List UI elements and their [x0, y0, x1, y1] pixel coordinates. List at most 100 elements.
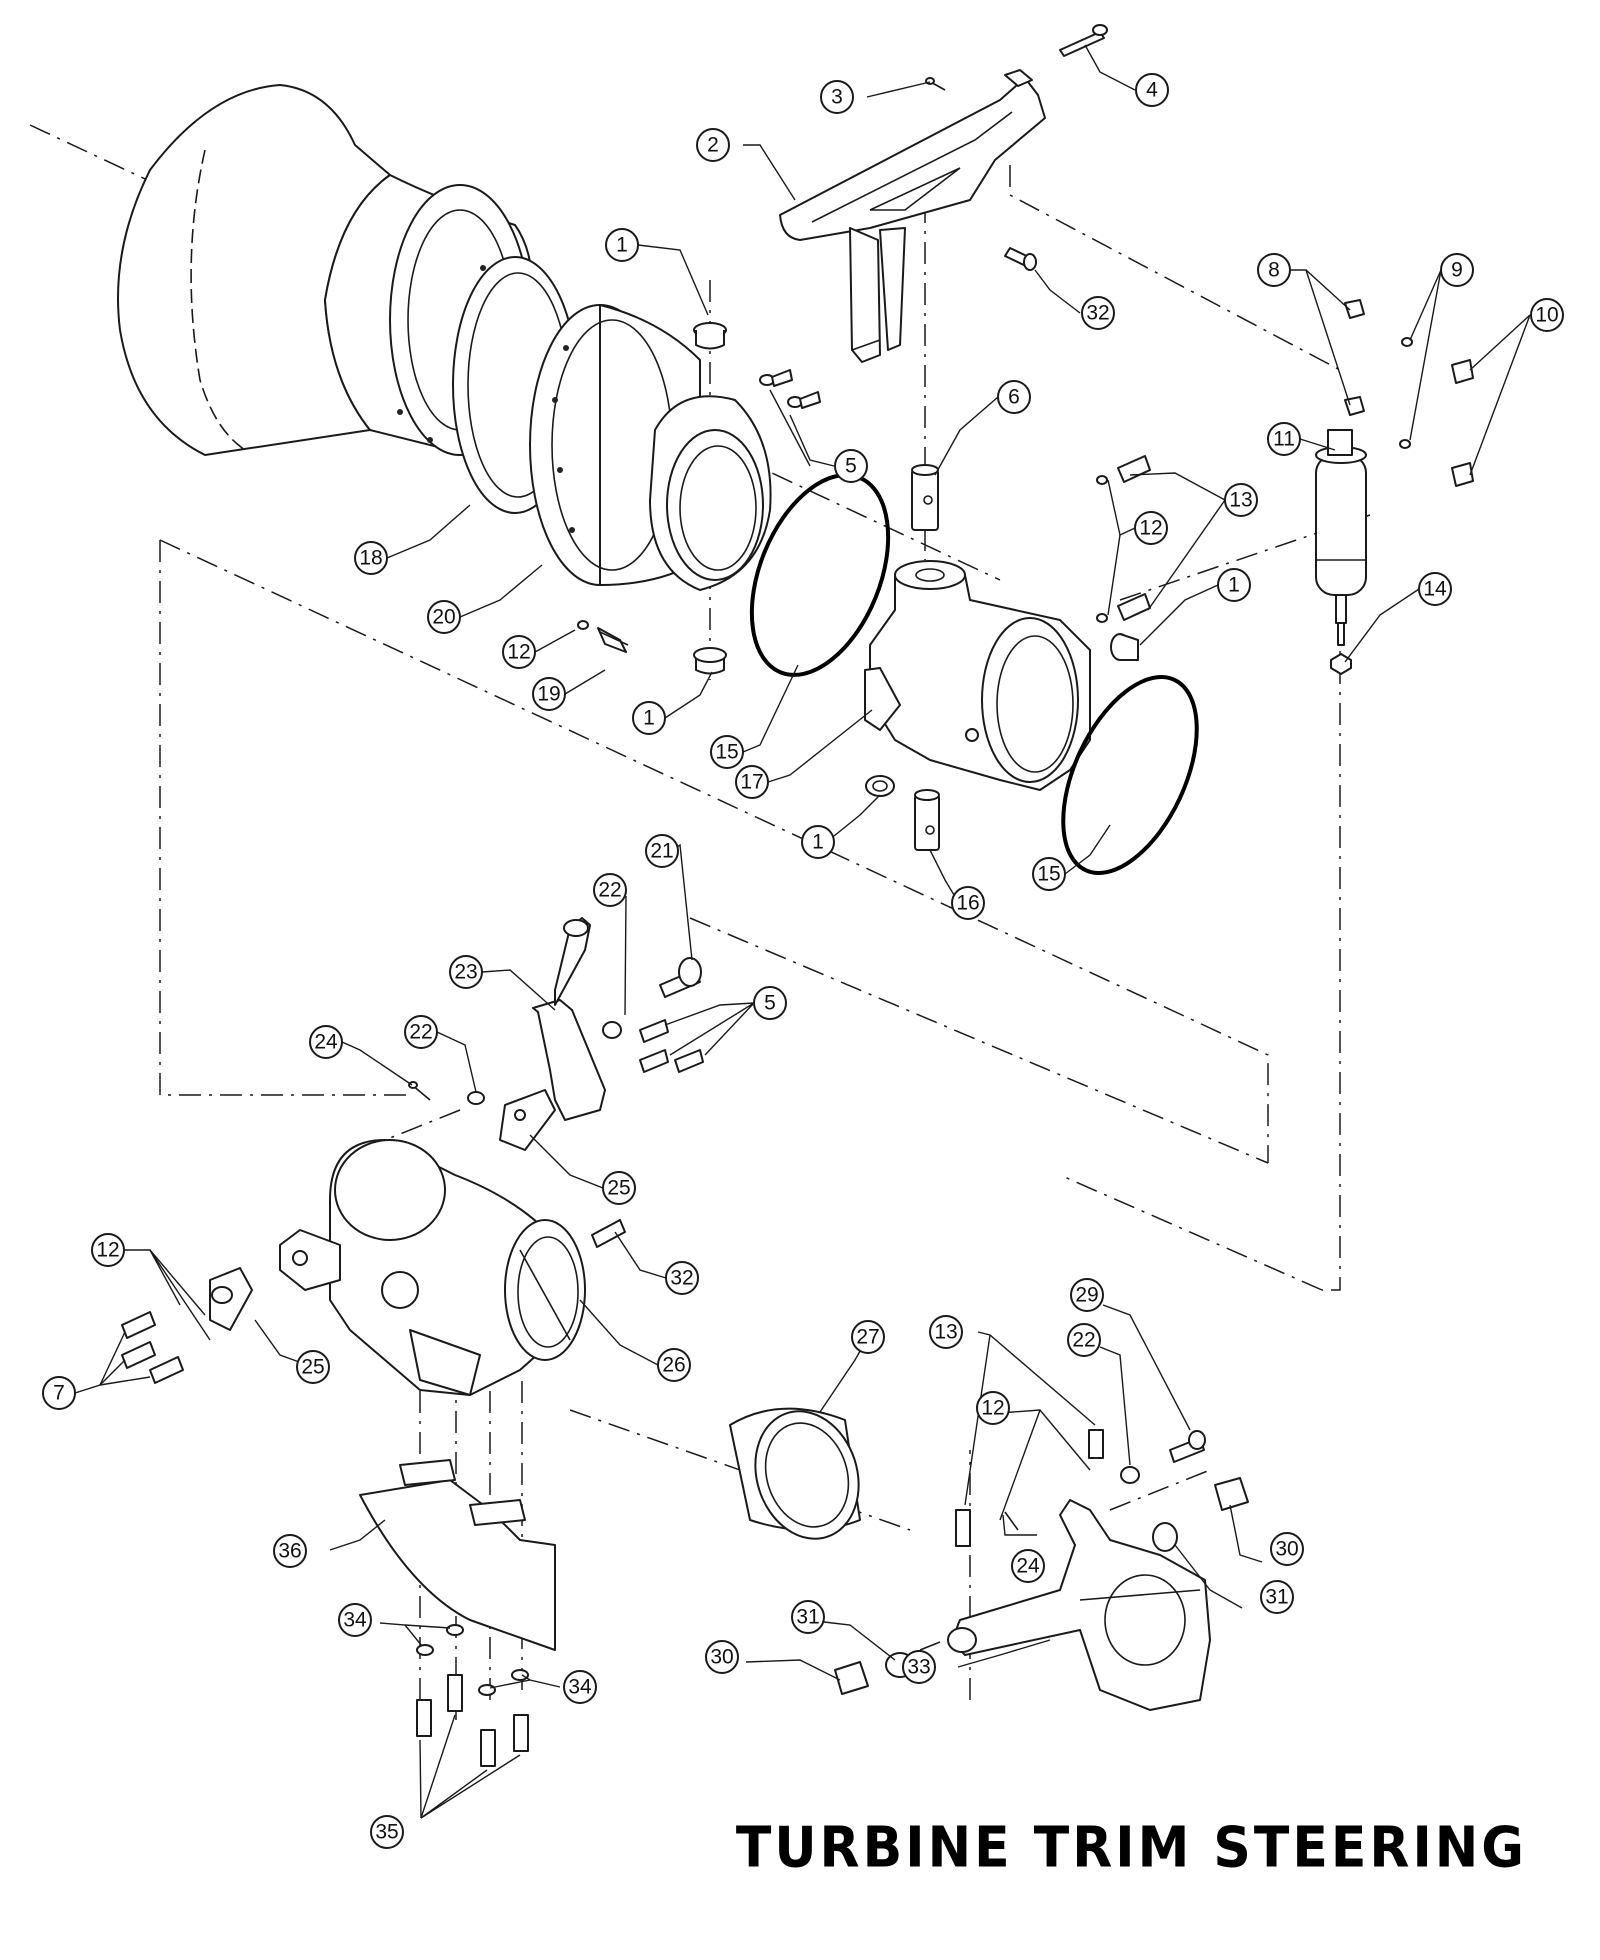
screw-5-lower-a: [639, 1019, 669, 1043]
callout-24-lower: 24: [1011, 1549, 1045, 1583]
pin-30-left: [834, 1661, 869, 1695]
steering-arm-2: [779, 69, 1046, 363]
bolt-21: [659, 957, 702, 998]
svg-text:12: 12: [981, 1397, 1004, 1420]
svg-text:25: 25: [301, 1356, 324, 1379]
bolt-35-b: [447, 1674, 463, 1712]
callout-20: 20: [427, 600, 461, 634]
svg-text:32: 32: [1086, 302, 1109, 325]
trim-cylinder-11: [1315, 429, 1367, 646]
callout-22-mid: 22: [593, 873, 627, 907]
callout-29: 29: [1070, 1278, 1104, 1312]
leader-lines: [74, 44, 1531, 1819]
svg-text:31: 31: [796, 1606, 819, 1629]
callout-33: 33: [902, 1650, 936, 1684]
callout-22-left: 22: [404, 1015, 438, 1049]
screw-5-lower-c: [674, 1049, 704, 1073]
washer-34-c: [478, 1684, 496, 1696]
bushing-1-upper: [693, 322, 727, 350]
callout-32-lower: 32: [665, 1261, 699, 1295]
callout-14: 14: [1418, 572, 1452, 606]
bushing-1-right: [1110, 633, 1139, 661]
pin-3: [925, 77, 946, 91]
callout-15-right: 15: [1032, 857, 1066, 891]
svg-text:35: 35: [375, 1821, 398, 1844]
svg-text:23: 23: [454, 961, 477, 984]
svg-text:12: 12: [1139, 517, 1162, 540]
callout-5-lower: 5: [753, 986, 787, 1020]
callout-10: 10: [1530, 298, 1564, 332]
bolt-35-c: [480, 1729, 496, 1767]
svg-text:10: 10: [1535, 304, 1558, 327]
deflector-36: [359, 1459, 556, 1651]
callout-31-right: 31: [1260, 1580, 1294, 1614]
callout-21: 21: [645, 834, 679, 868]
svg-text:34: 34: [568, 1676, 592, 1699]
callout-31-left: 31: [791, 1600, 825, 1634]
svg-text:30: 30: [1275, 1538, 1298, 1561]
svg-text:15: 15: [715, 741, 738, 764]
svg-text:33: 33: [907, 1656, 930, 1679]
svg-text:8: 8: [1268, 259, 1280, 282]
screw-5-upper-b: [787, 391, 821, 409]
pin-9-lower: [1399, 439, 1411, 449]
pin-24-lower: [1004, 1511, 1019, 1531]
callout-27: 27: [851, 1320, 885, 1354]
svg-text:29: 29: [1075, 1284, 1098, 1307]
callout-25-upper: 25: [602, 1171, 636, 1205]
svg-text:16: 16: [956, 892, 979, 915]
callout-6: 6: [997, 380, 1031, 414]
callout-12-lower-left: 12: [91, 1233, 125, 1267]
diagram-title: TURBINE TRIM STEERING: [735, 1815, 1527, 1881]
bushing-1-lower: [865, 775, 895, 797]
bushing-1-lower-left: [693, 647, 727, 675]
pin-30-right: [1214, 1477, 1249, 1511]
washer-34-d: [511, 1669, 529, 1681]
svg-text:34: 34: [343, 1609, 367, 1632]
svg-text:30: 30: [710, 1646, 733, 1669]
svg-text:13: 13: [934, 1321, 957, 1344]
bolt-4: [1059, 24, 1108, 57]
svg-text:24: 24: [314, 1031, 338, 1054]
screw-13-upper: [1096, 455, 1151, 485]
svg-text:1: 1: [1228, 574, 1240, 597]
steering-arm-33: [947, 1499, 1211, 1711]
callout-12-top: 12: [1134, 511, 1168, 545]
callout-13-top: 13: [1224, 483, 1258, 517]
svg-text:19: 19: [537, 683, 560, 706]
svg-text:21: 21: [650, 840, 673, 863]
callout-30-left: 30: [705, 1640, 739, 1674]
svg-text:22: 22: [1072, 1329, 1095, 1352]
callout-1-left: 1: [632, 701, 666, 735]
svg-text:22: 22: [598, 879, 621, 902]
callout-1-lower: 1: [801, 825, 835, 859]
callout-5: 5: [834, 449, 868, 483]
screw-5-upper-a: [759, 369, 793, 387]
bushing-31-right: [1152, 1522, 1178, 1552]
callout-group: 1 2 3 4 32 5 6 8 9 10 11 13 12 1 14 18 2…: [42, 73, 1564, 1849]
svg-text:1: 1: [812, 831, 824, 854]
svg-text:20: 20: [432, 606, 455, 629]
callout-3: 3: [820, 80, 854, 114]
svg-text:17: 17: [740, 771, 763, 794]
cap-screw-7-b: [121, 1341, 156, 1369]
callout-25-lower: 25: [296, 1350, 330, 1384]
trim-lever-23: [532, 917, 606, 1121]
callout-23: 23: [449, 955, 483, 989]
svg-text:32: 32: [670, 1267, 693, 1290]
svg-text:26: 26: [662, 1354, 685, 1377]
callout-7: 7: [42, 1376, 76, 1410]
callout-36: 36: [273, 1534, 307, 1568]
pin-9-upper: [1401, 337, 1413, 347]
sleeve-27: [729, 1407, 861, 1540]
callout-34-lower: 34: [563, 1670, 597, 1704]
callout-24-upper: 24: [309, 1025, 343, 1059]
callout-22-lower: 22: [1067, 1323, 1101, 1357]
svg-text:18: 18: [359, 547, 382, 570]
svg-text:4: 4: [1146, 79, 1158, 102]
svg-text:7: 7: [53, 1382, 65, 1405]
screw-13-lower-right-a: [1088, 1429, 1104, 1459]
callout-8: 8: [1257, 253, 1291, 287]
svg-text:5: 5: [764, 992, 776, 1015]
